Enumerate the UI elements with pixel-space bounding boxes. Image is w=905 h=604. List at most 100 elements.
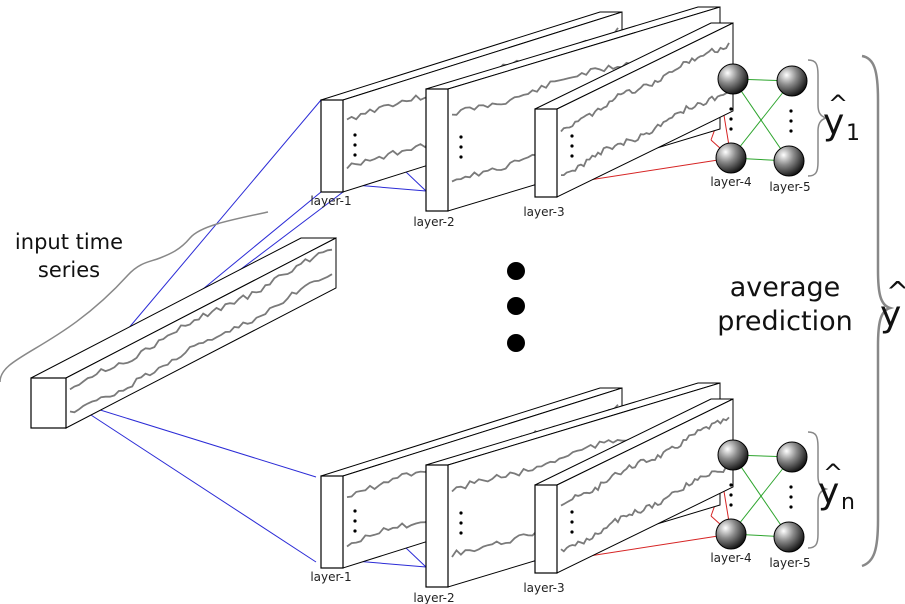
layer-3-ellipsis-dot (570, 134, 574, 138)
layer-3-ellipsis (570, 134, 574, 158)
input-series-slab (30, 237, 337, 429)
layer-1-ellipsis (353, 133, 357, 157)
layer-4-ellipsis-dot (729, 107, 733, 111)
layer-3-slab (534, 398, 734, 574)
layer-5-ellipsis (789, 485, 793, 509)
layer-3-ellipsis (570, 510, 574, 534)
layer-4-node-bottom (715, 142, 747, 174)
layer-3-ellipsis-dot (570, 510, 574, 514)
layer-1-ellipsis-dot (353, 133, 357, 137)
output-yn-symbol: y (818, 471, 839, 512)
ellipsis-dot-1 (507, 262, 525, 280)
layer-3-ellipsis-dot (570, 520, 574, 524)
final-output-symbol: y (880, 294, 901, 335)
layer-3-slab-signal-a (560, 42, 730, 133)
layer-5-ellipsis-dot (789, 485, 793, 489)
input-link (67, 399, 317, 478)
layer-1-ellipsis-dot (353, 529, 357, 533)
layer-2-ellipsis (459, 511, 463, 535)
layer-2-slab-front-face (425, 464, 449, 588)
layer-2-ellipsis-dot (459, 521, 463, 525)
layer-2-ellipsis-dot (459, 155, 463, 159)
bottom-output-brace (807, 431, 829, 549)
layer-5-ellipsis (789, 109, 793, 133)
layer-2-ellipsis-dot (459, 511, 463, 515)
layer-5-ellipsis-dot (789, 129, 793, 133)
average-label-line2: prediction (717, 306, 852, 337)
layer-5-node-top (776, 441, 808, 473)
layer-3-slab-front-face (534, 484, 558, 574)
layer-4-ellipsis (729, 483, 733, 507)
layer-5-ellipsis-dot (789, 119, 793, 123)
layer-1-slab-front-face (320, 475, 344, 569)
layer-4-label: layer-4 (710, 175, 751, 189)
input-label-line2: series (38, 258, 100, 282)
output-y1-hat: ^ (828, 90, 848, 118)
layer-4-node-top (717, 439, 749, 471)
layer-5-ellipsis-dot (789, 109, 793, 113)
layer-3-slab (534, 22, 734, 198)
layer-3-slab-signal-b (560, 465, 730, 553)
output-y1-symbol: y (823, 102, 844, 143)
layer-1-ellipsis (353, 509, 357, 533)
ellipsis-dot-2 (507, 297, 525, 315)
layer-4-ellipsis-dot (729, 493, 733, 497)
layer-3-ellipsis-dot (570, 144, 574, 148)
layer-5-node-top (776, 65, 808, 97)
average-label-line1: average (730, 272, 841, 303)
input-link (67, 399, 317, 563)
output-y1-subscript: 1 (846, 121, 860, 146)
layer-4-ellipsis-dot (729, 127, 733, 131)
layer-4-ellipsis-dot (729, 483, 733, 487)
layer-5-label: layer-5 (769, 180, 810, 194)
layer-2-slab-front-face (425, 88, 449, 212)
layer-1-ellipsis-dot (353, 143, 357, 147)
layer-2-ellipsis-dot (459, 135, 463, 139)
layer-5-node-bottom (773, 145, 805, 177)
layer-4-ellipsis-dot (729, 117, 733, 121)
layer-5-node-bottom (773, 521, 805, 553)
input-series-slab-signal-b (69, 273, 333, 414)
average-brace (861, 54, 895, 568)
layer-2-ellipsis-dot (459, 531, 463, 535)
output-yn-hat: ^ (823, 459, 843, 487)
output-yn-subscript: n (841, 490, 855, 515)
output-link (730, 80, 793, 159)
input-label-brace (0, 211, 269, 383)
layer-4-node-bottom (715, 518, 747, 550)
input-series-slab-front-face (30, 377, 67, 429)
layer-1-ellipsis-dot (353, 509, 357, 513)
layer-1-slab-front-face (320, 99, 344, 193)
final-output-hat: ^ (886, 275, 905, 308)
layer-2-label: layer-2 (413, 591, 454, 604)
input-series-slab-signal-a (69, 248, 333, 391)
layer-4-ellipsis-dot (729, 503, 733, 507)
layer-3-slab-signal-a (560, 416, 730, 507)
layer-1-ellipsis-dot (353, 153, 357, 157)
input-label-line1: input time (15, 230, 123, 254)
layer-4-ellipsis (729, 107, 733, 131)
layer-5-label: layer-5 (769, 556, 810, 570)
layer-3-ellipsis-dot (570, 530, 574, 534)
layer-3-slab-front-face (534, 108, 558, 198)
layer-3-ellipsis-dot (570, 154, 574, 158)
bottom-network-branch: layer-1 layer-2 layer-3 layer-4 layer-5 (310, 382, 811, 604)
layer-2-ellipsis (459, 135, 463, 159)
layer-5-ellipsis-dot (789, 505, 793, 509)
layer-3-label: layer-3 (523, 205, 564, 219)
input-time-series-block (30, 237, 337, 429)
layer-3-label: layer-3 (523, 581, 564, 595)
layer-1-ellipsis-dot (353, 519, 357, 523)
layer-1-label: layer-1 (310, 570, 351, 584)
output-link (730, 456, 793, 535)
layer-4-label: layer-4 (710, 551, 751, 565)
ellipsis-dot-3 (507, 334, 525, 352)
layer-5-ellipsis-dot (789, 495, 793, 499)
top-output-brace (807, 59, 829, 177)
layer-3-slab-signal-b (561, 90, 730, 176)
layer-2-label: layer-2 (413, 215, 454, 229)
layer-4-node-top (717, 63, 749, 95)
layer-2-ellipsis-dot (459, 145, 463, 149)
